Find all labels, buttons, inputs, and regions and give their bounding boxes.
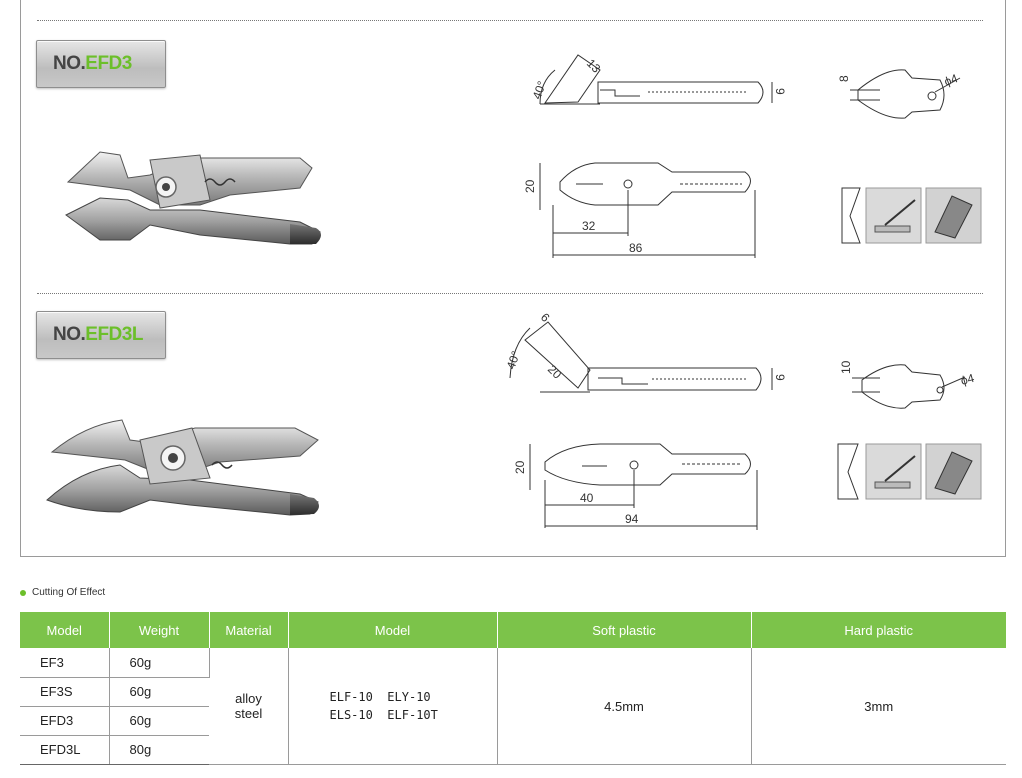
dim-head: 8: [837, 75, 851, 82]
divider-middle: [37, 293, 983, 294]
table-row: EFD3L 80g: [20, 735, 1006, 766]
section-label: Cutting Of Effect: [20, 587, 105, 598]
cell-material: alloy steel: [209, 648, 289, 765]
spec-table: Model Weight Material Model Soft plastic…: [20, 612, 1006, 766]
product-panel: [20, 0, 1006, 557]
header-material: Material: [209, 612, 289, 648]
cell-weight: 80g: [109, 735, 209, 766]
compat-line-2: ELS-10 ELF-10T: [329, 708, 438, 722]
dim-hole: ϕ4: [942, 71, 960, 89]
side-view-efd3l: 6 20 40° 9: [504, 310, 787, 393]
pliers-photo-efd3: [65, 151, 321, 245]
dim-hole: ϕ4: [959, 371, 976, 388]
table-row: EF3 60g alloy steel ELF-10 ELY-10 ELS-10…: [20, 648, 1006, 765]
cell-model: EFD3: [20, 706, 110, 736]
header-soft-plastic: Soft plastic: [497, 612, 752, 648]
divider-top: [37, 20, 983, 21]
badge-prefix: NO.: [53, 324, 86, 345]
badge-prefix: NO.: [53, 53, 86, 74]
table-header-row: Model Weight Material Model Soft plastic…: [20, 612, 1006, 648]
table-row: EFD3 60g: [20, 706, 1006, 736]
cell-soft-plastic: 4.5mm: [497, 648, 752, 765]
material-line-2: steel: [234, 706, 263, 721]
head-view-efd3: 8 ϕ4: [837, 69, 961, 119]
cell-model: EF3S: [20, 677, 110, 707]
section-label-text: Cutting Of Effect: [32, 587, 106, 598]
dim-angle: 40°: [504, 349, 523, 371]
model-badge-efd3l: NO.EFD3L: [36, 311, 166, 359]
side-view-efd3: 13 40° 9: [530, 54, 787, 105]
badge-code: EFD3L: [85, 324, 143, 345]
head-view-efd3l: 10 ϕ4: [839, 360, 976, 409]
dim-thickness: 9: [773, 88, 787, 95]
top-view-efd3l: 20 40 94: [513, 443, 758, 530]
cutting-illustrations-efd3l: [837, 443, 982, 500]
header-model: Model: [20, 612, 110, 648]
material-line-1: alloy: [235, 691, 262, 706]
header-hard-plastic: Hard plastic: [751, 612, 1006, 648]
pliers-photo-efd3l: [46, 419, 319, 516]
compat-line-1: ELF-10 ELY-10: [329, 690, 431, 704]
dim-blade-length: 20: [545, 362, 565, 382]
cell-weight: 60g: [109, 677, 209, 707]
bullet-icon: [20, 589, 26, 596]
top-view-efd3: 20 32 86: [523, 162, 756, 258]
dim-thickness: 9: [773, 374, 787, 381]
table-row: EF3S 60g: [20, 677, 1006, 707]
technical-drawings: 13 40° 9 20 32 86 8 ϕ4: [46, 54, 982, 530]
header-weight: Weight: [109, 612, 210, 648]
cell-weight: 60g: [109, 706, 209, 736]
dim-total-length: 86: [629, 241, 643, 255]
cell-model: EF3: [20, 648, 110, 678]
cutting-illustrations-efd3: [841, 187, 982, 244]
cell-model: EFD3L: [20, 735, 110, 766]
dim-blade-tip: 6: [538, 310, 553, 325]
dim-blade-tip: 13: [584, 56, 604, 76]
badge-code: EFD3: [85, 53, 132, 74]
dim-head: 10: [839, 360, 853, 374]
cell-weight: 60g: [109, 648, 210, 678]
cell-compatible-models: ELF-10 ELY-10 ELS-10 ELF-10T: [288, 648, 498, 765]
dim-short-length: 32: [582, 219, 596, 233]
cell-hard-plastic: 3mm: [751, 648, 1006, 765]
dim-total-length: 94: [625, 512, 639, 526]
model-badge-efd3: NO.EFD3: [36, 40, 166, 88]
dim-height: 20: [523, 179, 537, 193]
header-compatible-model: Model: [288, 612, 498, 648]
dim-angle: 40°: [530, 79, 549, 101]
dim-short-length: 40: [580, 491, 594, 505]
dim-height: 20: [513, 460, 527, 474]
